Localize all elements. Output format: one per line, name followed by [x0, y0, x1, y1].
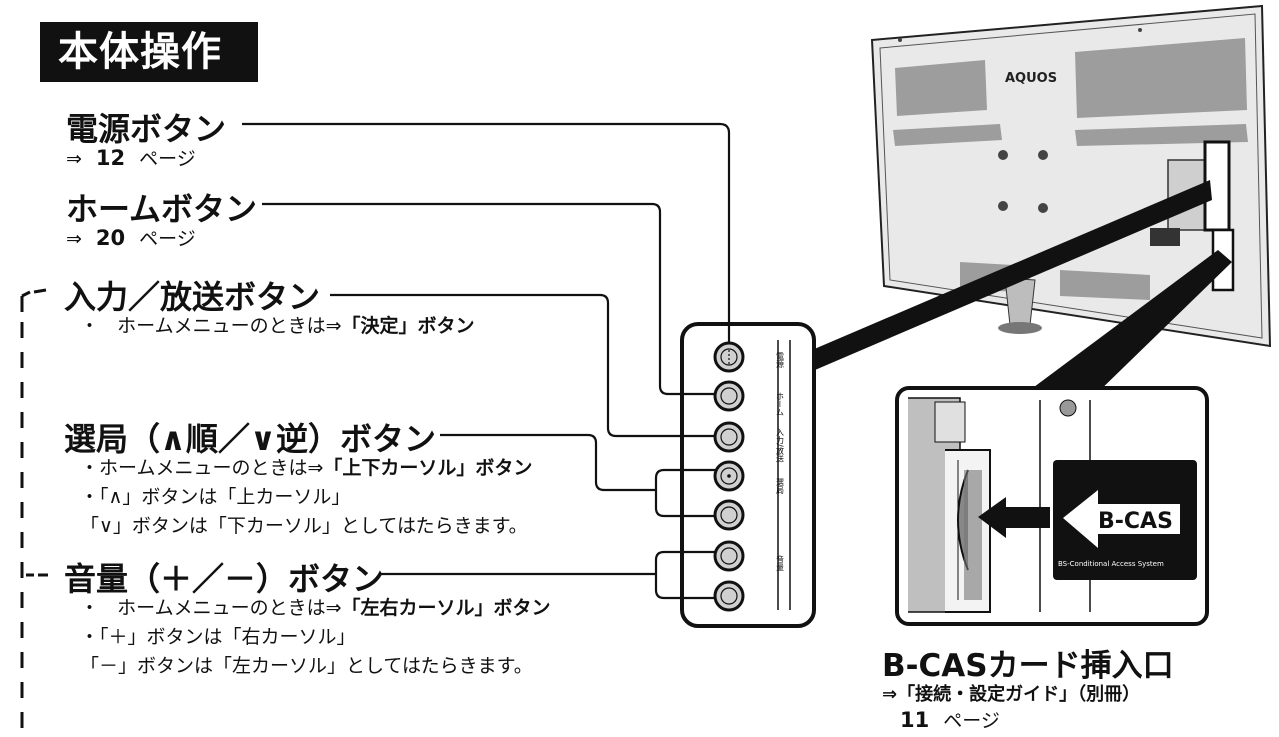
volume-note-2: ・「＋」ボタンは「右カーソル」	[80, 626, 356, 648]
power-button-heading: 電源ボタン	[66, 110, 227, 148]
channel-note-3: 「∨」ボタンは「下カーソル」としてはたらきます。	[80, 515, 528, 537]
home-button-icon	[713, 380, 745, 412]
power-button-icon	[713, 341, 745, 373]
bcas-slot-heading: B-CASカード挿入口	[882, 648, 1174, 684]
power-page-ref: ⇒ 12 ページ	[66, 144, 196, 171]
home-page-ref: ⇒ 20 ページ	[66, 224, 196, 251]
bcas-page-ref: 11 ページ	[900, 706, 1000, 733]
bcas-slot-illustration	[895, 386, 1209, 626]
control-panel	[680, 322, 816, 628]
channel-button-heading: 選局（∧順／∨逆）ボタン	[64, 420, 436, 458]
page-suffix: ページ	[139, 148, 196, 170]
input-button-icon	[713, 421, 745, 453]
volume-button-heading: 音量（＋／－）ボタン	[64, 560, 385, 598]
channel-note-2: ・「∧」ボタンは「上カーソル」	[80, 486, 351, 508]
channel-down-button-icon	[713, 499, 745, 531]
channel-note-1: ・ホームメニューのときは⇒「上下カーソル」ボタン	[80, 457, 533, 479]
tv-brand-logo: AQUOS	[1005, 71, 1057, 86]
bcas-card-text: B-CAS	[1098, 509, 1173, 534]
dashed-bracket	[20, 288, 48, 728]
panel-label-home: ホーム	[776, 392, 785, 416]
page-suffix: ページ	[139, 228, 196, 250]
home-page-number[interactable]: 20	[95, 226, 126, 250]
power-page-number[interactable]: 12	[95, 146, 126, 170]
section-title: 本体操作部	[40, 22, 258, 135]
zoom-wedge-bcas	[1030, 250, 1232, 400]
volume-note-1: ・ ホームメニューのときは⇒「左右カーソル」ボタン	[80, 597, 551, 619]
panel-label-volume: 音量	[776, 554, 785, 571]
bcas-guide-ref[interactable]: ⇒「接続・設定ガイド」（別冊）	[882, 684, 1141, 705]
zoom-wedge-panel	[812, 180, 1212, 370]
arrow-icon: ⇒	[66, 148, 82, 170]
arrow-icon: ⇒	[66, 228, 82, 250]
home-button-heading: ホームボタン	[66, 190, 258, 228]
tv-back-illustration	[870, 4, 1272, 348]
panel-buttons	[713, 341, 745, 612]
input-note-1: ・ ホームメニューのときは⇒「決定」ボタン	[80, 315, 475, 337]
panel-label-channel: 選局	[776, 477, 785, 495]
page-suffix: ページ	[943, 710, 1000, 732]
volume-down-button-icon	[713, 580, 745, 612]
volume-note-3: 「－」ボタンは「左カーソル」としてはたらきます。	[80, 655, 533, 677]
volume-up-button-icon	[713, 540, 745, 572]
leader-lines	[242, 122, 731, 600]
panel-label-input: 入力/放送	[776, 428, 785, 464]
input-button-heading: 入力／放送ボタン	[64, 278, 321, 316]
bcas-page-number[interactable]: 11	[900, 708, 930, 732]
bcas-card-subtext: BS-Conditional Access System	[1058, 560, 1164, 568]
panel-label-power: 電源	[776, 352, 785, 369]
panel-labels: 電源 ホーム 入力/放送 選局 音量	[776, 352, 785, 571]
